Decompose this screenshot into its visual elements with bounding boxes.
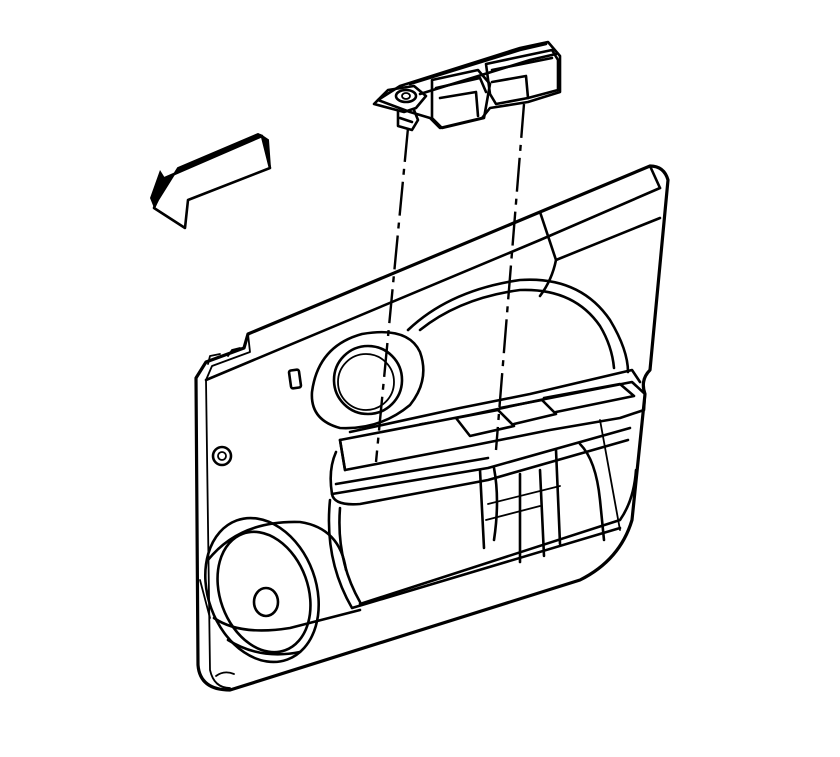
- door-handle-cup: [310, 330, 425, 430]
- switch-bezel-icon: [372, 40, 562, 132]
- guide-line-left: [374, 127, 410, 463]
- map-pocket: [327, 419, 638, 610]
- removal-direction-arrow-icon: [150, 133, 272, 230]
- guide-line-right: [494, 103, 526, 451]
- installation-guide-lines: [374, 103, 526, 463]
- speaker-grille: [199, 516, 362, 664]
- door-trim-panel: [194, 164, 670, 692]
- screw-hole: [211, 445, 233, 467]
- armrest-switch-tray: [329, 368, 647, 506]
